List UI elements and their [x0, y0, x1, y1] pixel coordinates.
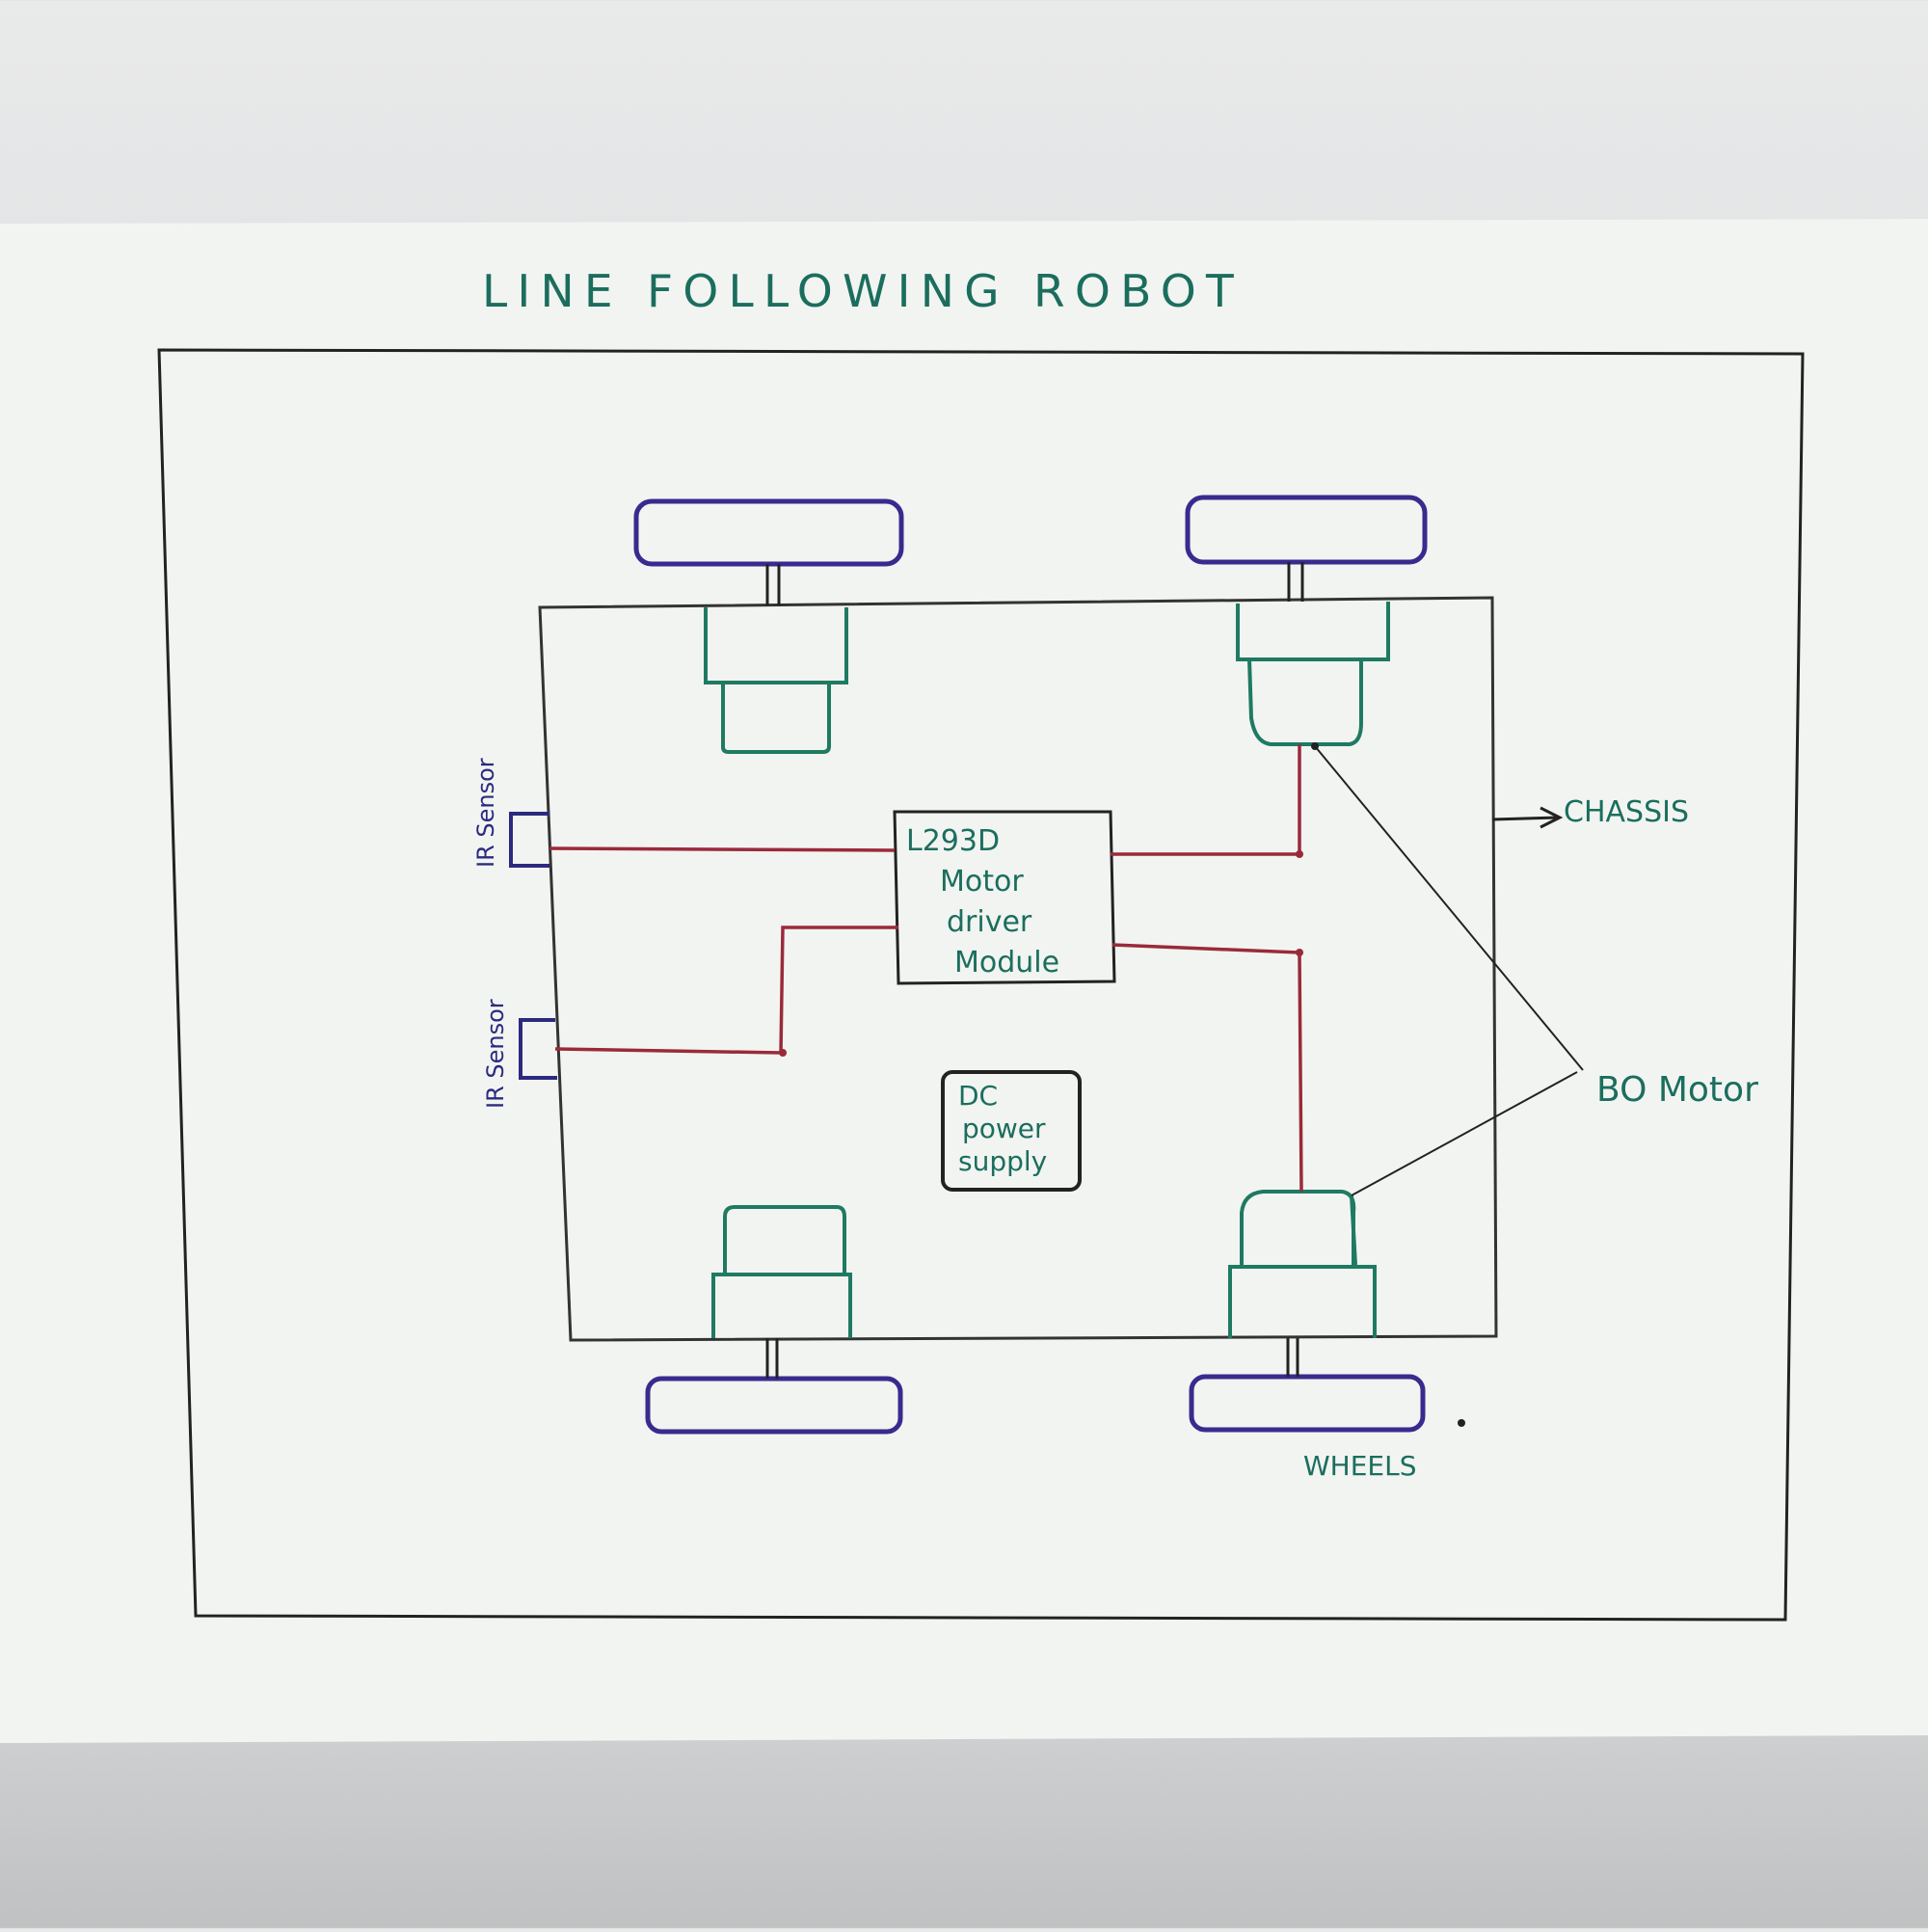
wheels-label: WHEELS — [1303, 1450, 1417, 1482]
wheel-top-right — [1185, 495, 1428, 565]
ir-sensor-label-1: IR Sensor — [472, 758, 499, 868]
wheel-bottom-right — [1189, 1374, 1426, 1433]
driver-module-line4: Module — [954, 946, 1059, 979]
motor-pointer-dot — [1311, 742, 1319, 750]
motor-bottom-left — [711, 1205, 852, 1338]
driver-module-line2: Motor — [940, 865, 1024, 899]
chassis-outline — [538, 596, 1498, 1342]
driver-module-line3: driver — [947, 905, 1032, 939]
power-supply-box — [941, 1070, 1082, 1192]
outer-frame — [157, 348, 1805, 1622]
axles — [765, 562, 1304, 1379]
chassis-label: CHASSIS — [1564, 795, 1689, 829]
motor-label: BO Motor — [1596, 1070, 1758, 1110]
power-supply-line2: power — [962, 1113, 1046, 1144]
motor-top-left — [704, 607, 848, 754]
driver-module-line1: L293D — [906, 824, 1000, 858]
stray-dot — [1458, 1419, 1465, 1427]
wire-joints — [779, 850, 1303, 1057]
ir-sensor-box-1 — [509, 812, 549, 868]
ir-sensors — [509, 812, 557, 1080]
motor-top-right — [1236, 602, 1390, 746]
page-title: LINE FOLLOWING ROBOT — [482, 265, 1244, 317]
wheel-bottom-left — [645, 1376, 903, 1435]
power-supply-line3: supply — [958, 1145, 1047, 1177]
wire-ir2-driver — [554, 926, 898, 1055]
power-supply-label: DC power supply — [958, 1080, 1047, 1177]
motor-bottom-right — [1228, 1190, 1377, 1338]
motors — [704, 602, 1390, 1338]
driver-module-label: L293D Motor driver Module — [906, 824, 1059, 979]
chassis-arrow — [1491, 806, 1564, 829]
ir-sensor-box-2 — [519, 1018, 557, 1080]
paper-sheet — [0, 219, 1928, 1743]
motor-pointer-lines — [1314, 745, 1584, 1196]
power-supply-line1: DC — [958, 1080, 998, 1112]
ir-sensor-label-2: IR Sensor — [482, 999, 509, 1109]
wire-ir1-driver — [549, 846, 896, 852]
